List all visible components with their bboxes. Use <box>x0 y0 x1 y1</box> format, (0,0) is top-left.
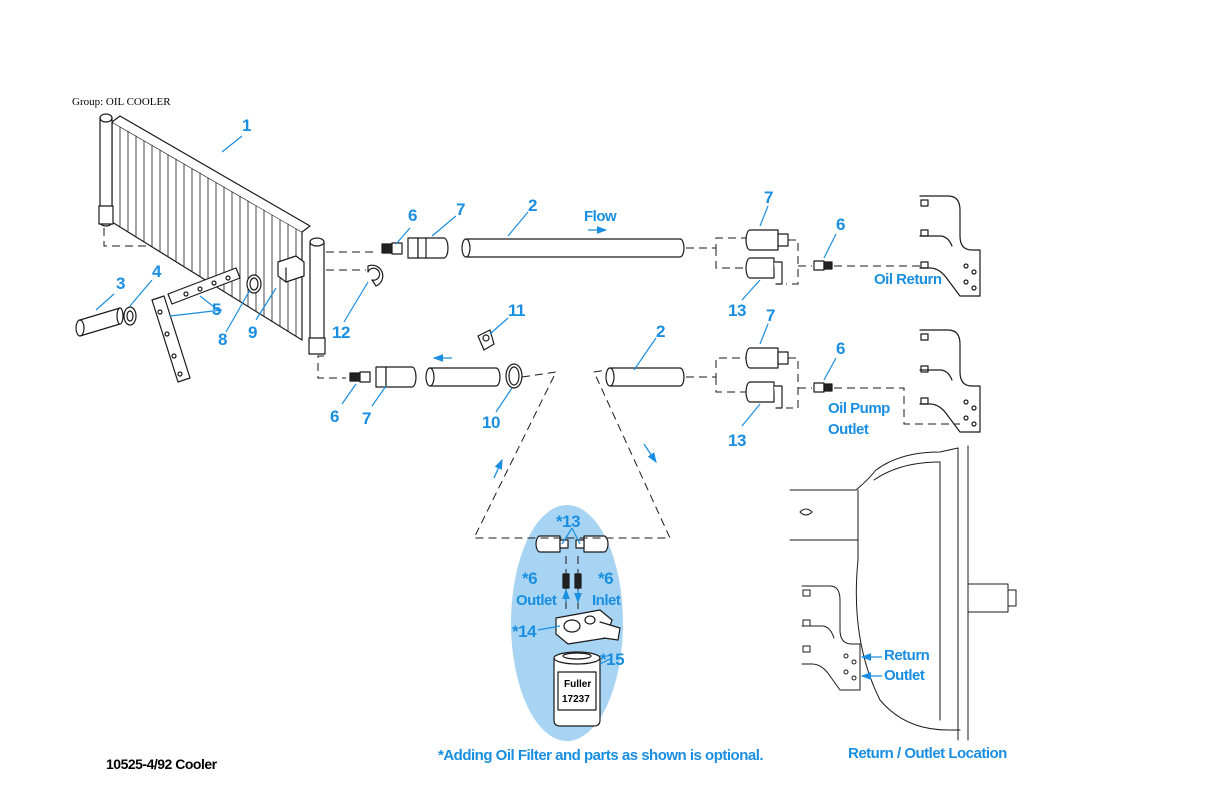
callout-7-lower-left: 7 <box>362 409 371 428</box>
filter-callout-13: *13 <box>556 512 581 531</box>
filter-nipple-left <box>562 573 570 589</box>
callout-6-upper-left: 6 <box>408 206 417 225</box>
callout-2-upper: 2 <box>528 196 537 215</box>
mounting-bolt <box>75 307 124 337</box>
callout-6-upper-right: 6 <box>836 215 845 234</box>
filter-head <box>555 609 621 645</box>
filter-callout-15: *15 <box>600 650 625 669</box>
hose-clamp-12 <box>367 264 384 287</box>
filter-callout-14: *14 <box>512 622 537 641</box>
callout-7-upper-right: 7 <box>764 188 773 207</box>
oil-pump-outlet-label-line1: Oil Pump <box>828 400 890 417</box>
flow-arrow-up <box>493 458 503 479</box>
upper-hose <box>461 238 685 258</box>
clamp-11 <box>477 329 495 351</box>
o-ring <box>246 274 262 294</box>
engine-port-upper <box>919 195 981 297</box>
callout-9: 9 <box>248 323 257 342</box>
engine-port-lower <box>919 329 981 433</box>
filter-brand: Fuller <box>564 679 592 690</box>
callout-11: 11 <box>508 301 525 320</box>
filter-inlet-label: Inlet <box>592 592 621 609</box>
hose-clamp-10 <box>505 363 523 389</box>
upper-fitting <box>381 242 403 255</box>
callout-6-lower-right: 6 <box>836 339 845 358</box>
optional-note: *Adding Oil Filter and parts as shown is… <box>438 747 764 764</box>
callout-2-lower: 2 <box>656 322 665 341</box>
oil-pump-outlet-label-line2: Outlet <box>828 421 869 438</box>
callout-13-upper: 13 <box>728 301 746 320</box>
filter-callout-6-right: *6 <box>598 569 614 588</box>
callout-12: 12 <box>332 323 350 342</box>
callout-1: 1 <box>242 116 251 135</box>
lower-pump-fitting <box>813 382 833 393</box>
callout-6-lower-left: 6 <box>330 407 339 426</box>
lower-elbow-fitting <box>745 381 783 409</box>
outlet-location-label: Outlet <box>884 667 925 684</box>
filter-callout-6-left: *6 <box>522 569 538 588</box>
mounting-bracket <box>151 267 241 383</box>
upper-straight-fitting <box>745 229 789 251</box>
upper-pump-fitting <box>813 260 833 271</box>
callout-7-upper-left: 7 <box>456 200 465 219</box>
lower-straight-fitting <box>745 347 789 369</box>
callout-8: 8 <box>218 330 227 349</box>
lower-hose-right <box>605 367 685 387</box>
filter-fitting-left <box>535 535 569 553</box>
reference-number: 10525-4/92 Cooler <box>106 756 217 772</box>
engine-housing <box>789 445 1017 741</box>
callout-10: 10 <box>482 413 500 432</box>
callout-13-lower: 13 <box>728 431 746 450</box>
upper-elbow-fitting <box>745 257 783 285</box>
filter-nipple-right <box>574 573 582 589</box>
lower-hose-left <box>425 367 501 387</box>
lower-hose-nut <box>375 366 417 388</box>
oil-filter-cartridge <box>553 651 601 727</box>
washer <box>123 306 137 326</box>
callout-3: 3 <box>116 274 125 293</box>
group-label: Group: OIL COOLER <box>72 96 171 108</box>
location-caption: Return / Outlet Location <box>848 745 1007 762</box>
filter-outlet-label: Outlet <box>516 592 557 609</box>
return-location-label: Return <box>884 647 930 664</box>
flow-arrow-down <box>643 443 657 464</box>
flow-label: Flow <box>584 208 617 225</box>
filter-part-number: 17237 <box>562 694 590 705</box>
callout-7-lower-right: 7 <box>766 306 775 325</box>
upper-hose-nut <box>407 237 449 259</box>
lower-fitting <box>349 371 371 383</box>
oil-return-label: Oil Return <box>874 271 942 288</box>
callout-5: 5 <box>212 300 221 319</box>
callout-4: 4 <box>152 262 161 281</box>
